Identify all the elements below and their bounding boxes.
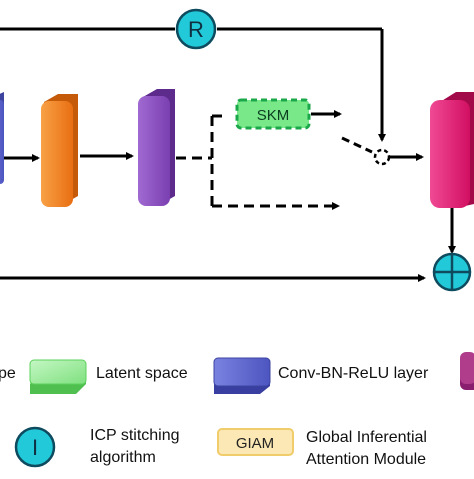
legend-purple-swatch (460, 352, 474, 390)
conv-block-purple (138, 89, 175, 206)
legend-icp-symbol: I (32, 435, 38, 460)
residual-connection (0, 27, 386, 142)
magenta-block-face (430, 100, 470, 208)
legend-conv-label: Conv-BN-ReLU layer (278, 365, 429, 382)
legend-icp-line1: ICP stitching (90, 427, 180, 444)
legend-giam-box: GIAM (217, 428, 294, 456)
switch-circle (373, 148, 391, 166)
legend-cutoff-label: pe (0, 365, 16, 382)
legend-giam-line1: Global Inferential (306, 429, 427, 446)
purple-block-face (138, 96, 170, 206)
legend-giam-line2: Attention Module (306, 451, 426, 468)
residual-label: R (188, 17, 204, 42)
legend-icp-node: I (14, 426, 56, 468)
switch-node (341, 136, 424, 166)
add-node (432, 252, 472, 292)
legend-latent-swatch (29, 359, 87, 394)
output-block-magenta (430, 92, 474, 208)
legend-giam-box-label: GIAM (236, 435, 274, 452)
conv-block-blue (0, 92, 4, 184)
skm-box (235, 98, 311, 130)
legend: pe Latent space Conv-BN-ReLU layer I ICP… (0, 352, 474, 468)
conv-block-orange (41, 94, 78, 207)
legend-conv-swatch (213, 357, 271, 394)
skm-block: SKM (235, 98, 311, 130)
legend-icp-line2: algorithm (90, 449, 156, 466)
legend-latent-label: Latent space (96, 365, 188, 382)
residual-node: R (175, 8, 217, 50)
orange-block-face (41, 101, 73, 207)
residual-circle (175, 8, 217, 50)
skm-label: SKM (257, 107, 290, 124)
dashed-branch (210, 114, 340, 210)
